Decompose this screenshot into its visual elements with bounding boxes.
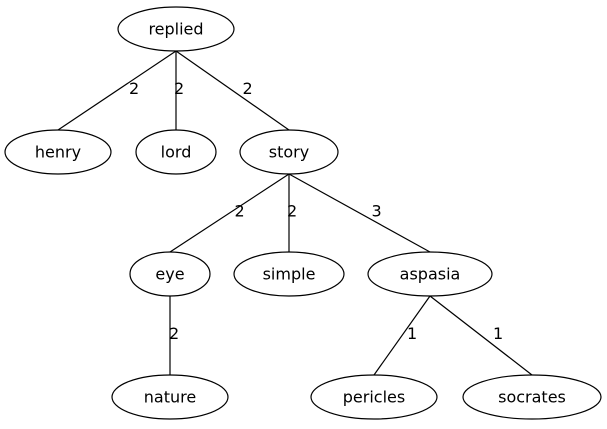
node-ellipse [111,374,229,420]
node-nature: nature [111,374,229,420]
edge-weight-label: 2 [129,79,139,98]
node-ellipse [4,129,112,175]
node-ellipse [310,374,438,420]
node-pericles: pericles [310,374,438,420]
edge-story-eye [169,173,290,253]
node-label: nature [144,388,196,407]
edge-weight-label: 3 [372,202,382,221]
node-henry: henry [4,129,112,175]
node-label: story [269,143,309,162]
node-label: aspasia [400,265,461,284]
edge-aspasia-pericles [373,295,431,376]
edge-replied-story [175,50,290,131]
node-ellipse [117,6,235,52]
node-ellipse [462,374,602,420]
node-aspasia: aspasia [367,251,493,297]
node-replied: replied [117,6,235,52]
edge-weight-label: 2 [243,79,253,98]
node-label: lord [161,143,192,162]
node-ellipse [239,129,339,175]
edge-weight-label: 2 [287,202,297,221]
node-label: simple [263,265,316,284]
node-eye: eye [129,251,211,297]
node-ellipse [129,251,211,297]
edge-weight-label: 1 [407,324,417,343]
edges-layer: 2 2 2 2 2 3 2 1 1 [57,50,533,376]
edge-story-aspasia [288,173,431,253]
node-story: story [239,129,339,175]
node-label: henry [35,143,81,162]
edge-weight-label: 2 [235,202,245,221]
edge-weight-label: 2 [169,324,179,343]
node-socrates: socrates [462,374,602,420]
node-label: socrates [498,388,566,407]
edge-weight-label: 1 [493,324,503,343]
node-label: replied [148,20,203,39]
edge-aspasia-socrates [429,295,533,376]
node-ellipse [233,251,345,297]
node-label: pericles [343,388,405,407]
node-lord: lord [135,129,217,175]
edge-replied-henry [57,50,177,131]
node-simple: simple [233,251,345,297]
node-ellipse [135,129,217,175]
nodes-layer: replied henry lord story eye simple aspasia nat… [4,6,602,420]
node-label: eye [155,265,184,284]
node-ellipse [367,251,493,297]
edge-weight-label: 2 [174,79,184,98]
